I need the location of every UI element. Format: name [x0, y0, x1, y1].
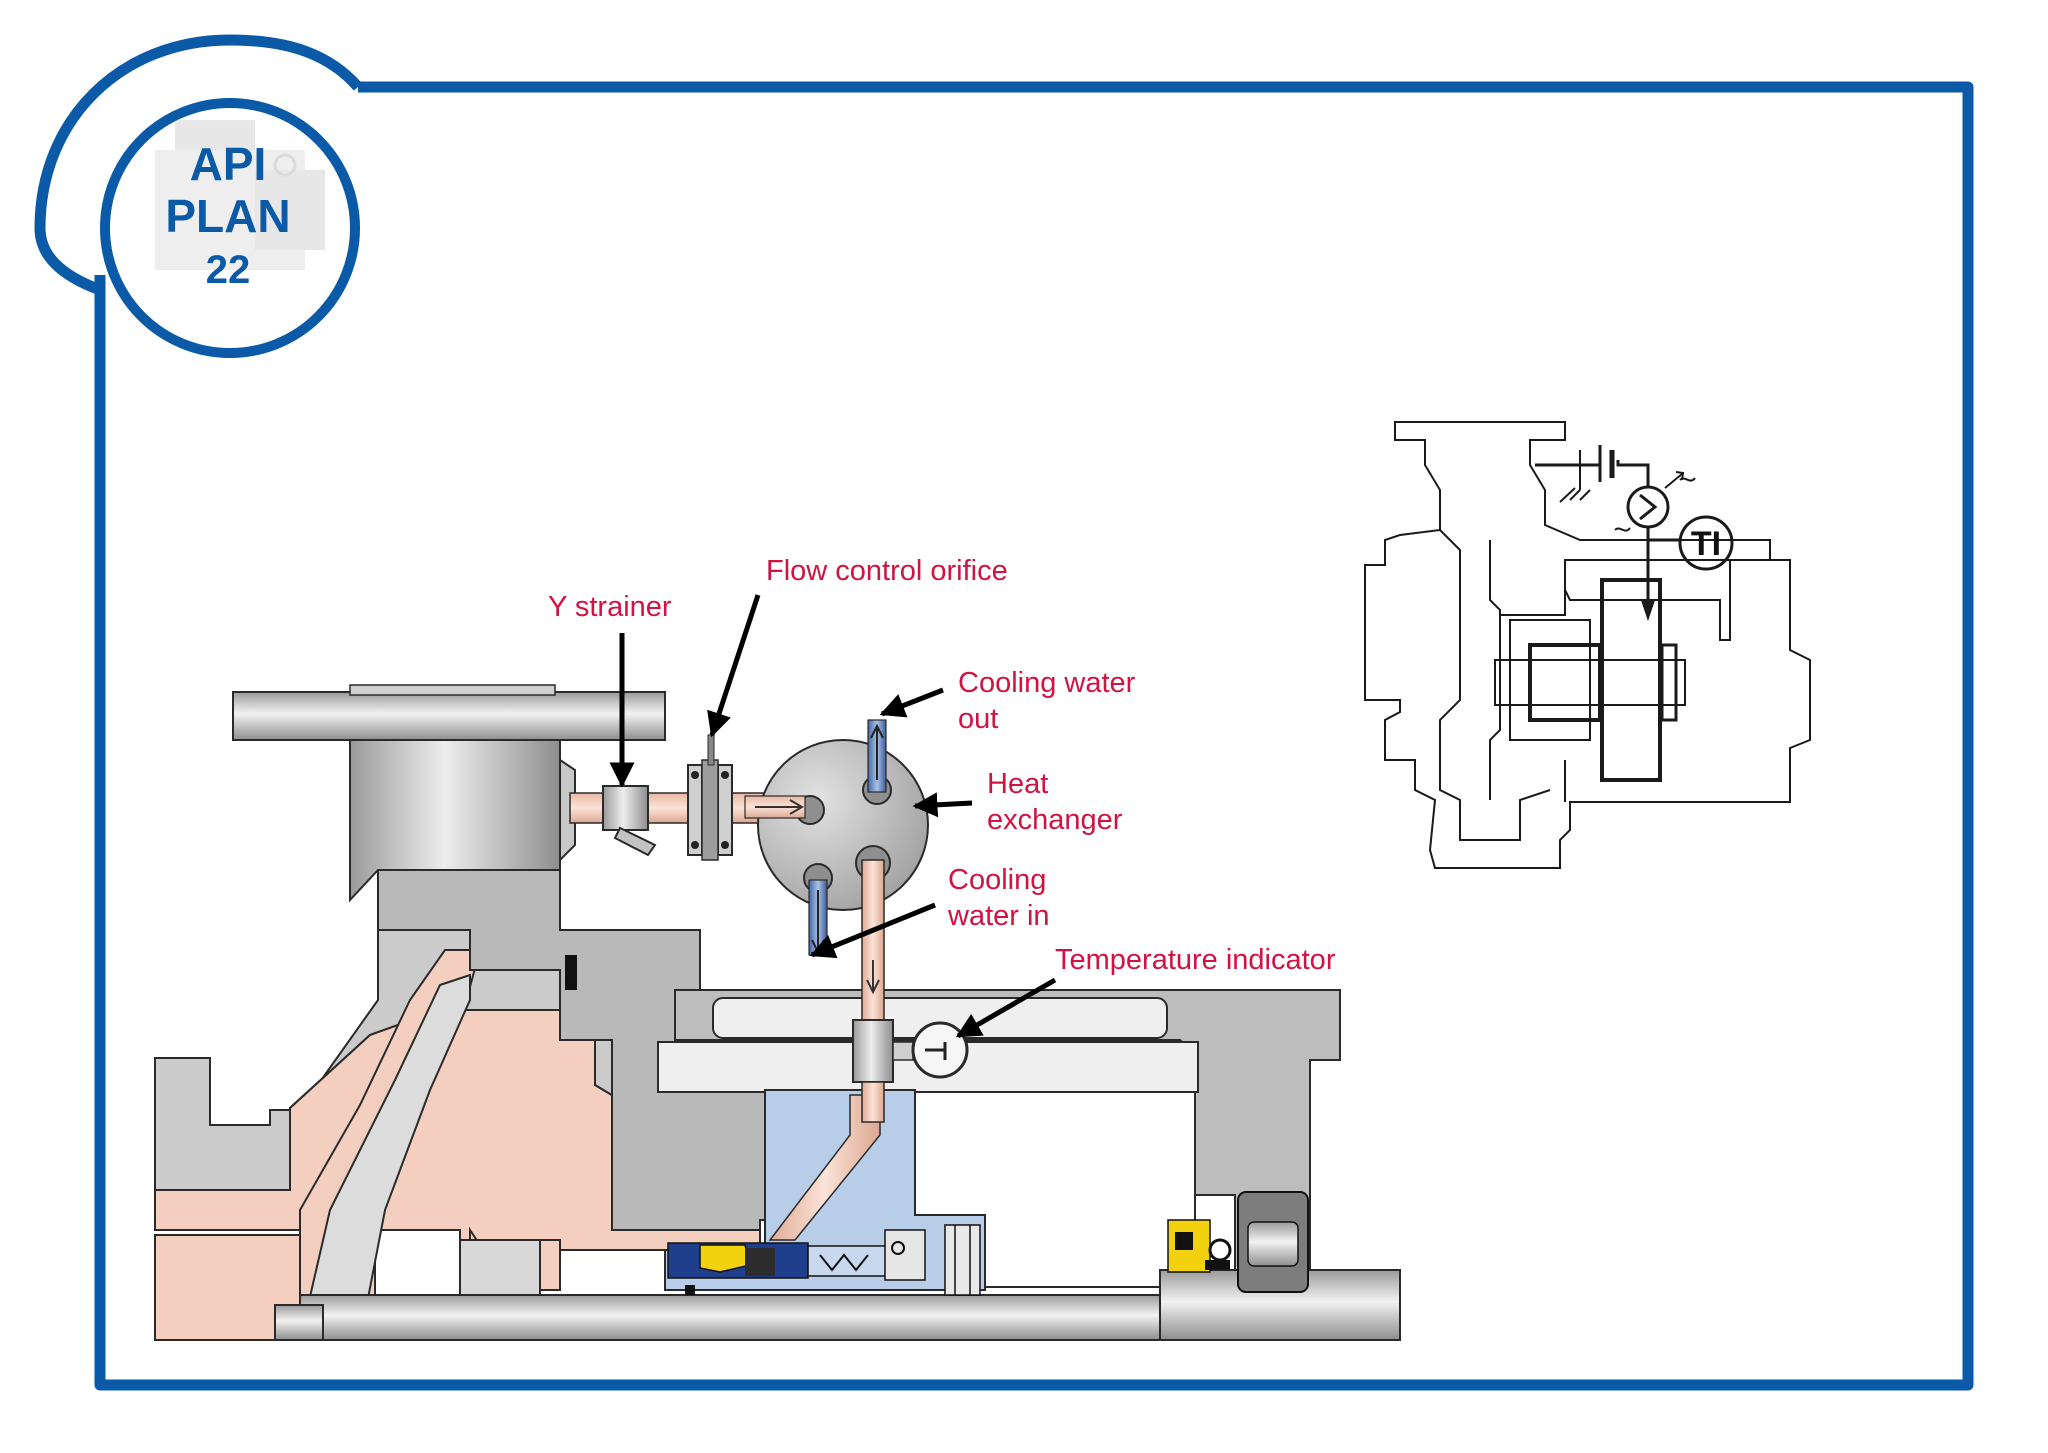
label-temperature-indicator: Temperature indicator: [1055, 944, 1336, 976]
schematic-ti-bubble: [1678, 515, 1734, 571]
badge-line-3: 22: [206, 248, 251, 292]
flush-piping: [569, 719, 969, 1123]
label-heat-exchanger-line-1: Heat: [987, 768, 1048, 800]
arrow-heat-exchanger: [912, 792, 973, 818]
heat-exchanger: [757, 739, 929, 911]
temperature-indicator-gauge: [911, 1021, 969, 1079]
y-strainer: [602, 785, 657, 857]
arrow-flow-orifice: [707, 594, 761, 738]
label-cooling-water-in-line-1: Cooling: [948, 864, 1046, 896]
api-plan-badge: API PLAN 22: [100, 98, 360, 358]
arrow-cooling-water-out: [879, 687, 944, 718]
impeller-hub: [459, 1239, 541, 1296]
schematic-gland: [1600, 578, 1662, 782]
callout-arrows: [609, 594, 1057, 1039]
bearing-isolator: [1167, 1219, 1232, 1273]
label-cooling-water-out-line-2: out: [958, 703, 998, 735]
shaft-nut: [274, 1304, 324, 1341]
pipe-cooled-down: [861, 859, 885, 1031]
casing-cover: [377, 849, 841, 1231]
schematic-seal-chamber: [1509, 619, 1591, 741]
suction-flange-face: [349, 684, 556, 696]
badge-line-1: API: [190, 138, 267, 190]
schematic-pump-outline: [1364, 421, 1811, 869]
tee-fitting: [852, 1019, 894, 1083]
discharge-nozzle-flare: [559, 758, 576, 863]
pipe-to-gland: [861, 1081, 885, 1123]
suction-neck: [349, 739, 561, 903]
label-heat-exchanger-line-2: exchanger: [987, 804, 1123, 836]
label-y-strainer: Y strainer: [548, 591, 672, 623]
label-cooling-water-out-line-1: Cooling water: [958, 667, 1136, 699]
badge-line-2: PLAN: [165, 190, 290, 242]
arrow-temperature-indicator: [955, 977, 1057, 1039]
suction-flange: [232, 691, 666, 741]
label-flow-control-orifice: Flow control orifice: [766, 555, 1008, 587]
cover-step-1: [565, 955, 577, 990]
arrow-cooling-water-in: [809, 902, 936, 959]
badge-pump-watermark: [155, 120, 325, 270]
flow-control-orifice: [687, 734, 733, 861]
bearing: [1237, 1191, 1309, 1293]
mechanical-seal: [667, 1224, 981, 1296]
plan-22-schematic: [1364, 421, 1811, 869]
schematic-flush-line: [1535, 460, 1650, 488]
impeller-shroud: [298, 973, 471, 1341]
bracket-inner: [894, 1091, 1196, 1288]
schematic-shaft: [1494, 659, 1686, 706]
schematic-heat-exchanger: [1626, 485, 1670, 529]
schematic-ti-label: TI: [1691, 525, 1721, 563]
hx-inlet-arrow: [755, 799, 804, 815]
frame-corner-curve: [34, 34, 363, 296]
label-cooling-water-in-line-2: water in: [947, 900, 1050, 932]
frame-border: [94, 81, 1974, 1391]
